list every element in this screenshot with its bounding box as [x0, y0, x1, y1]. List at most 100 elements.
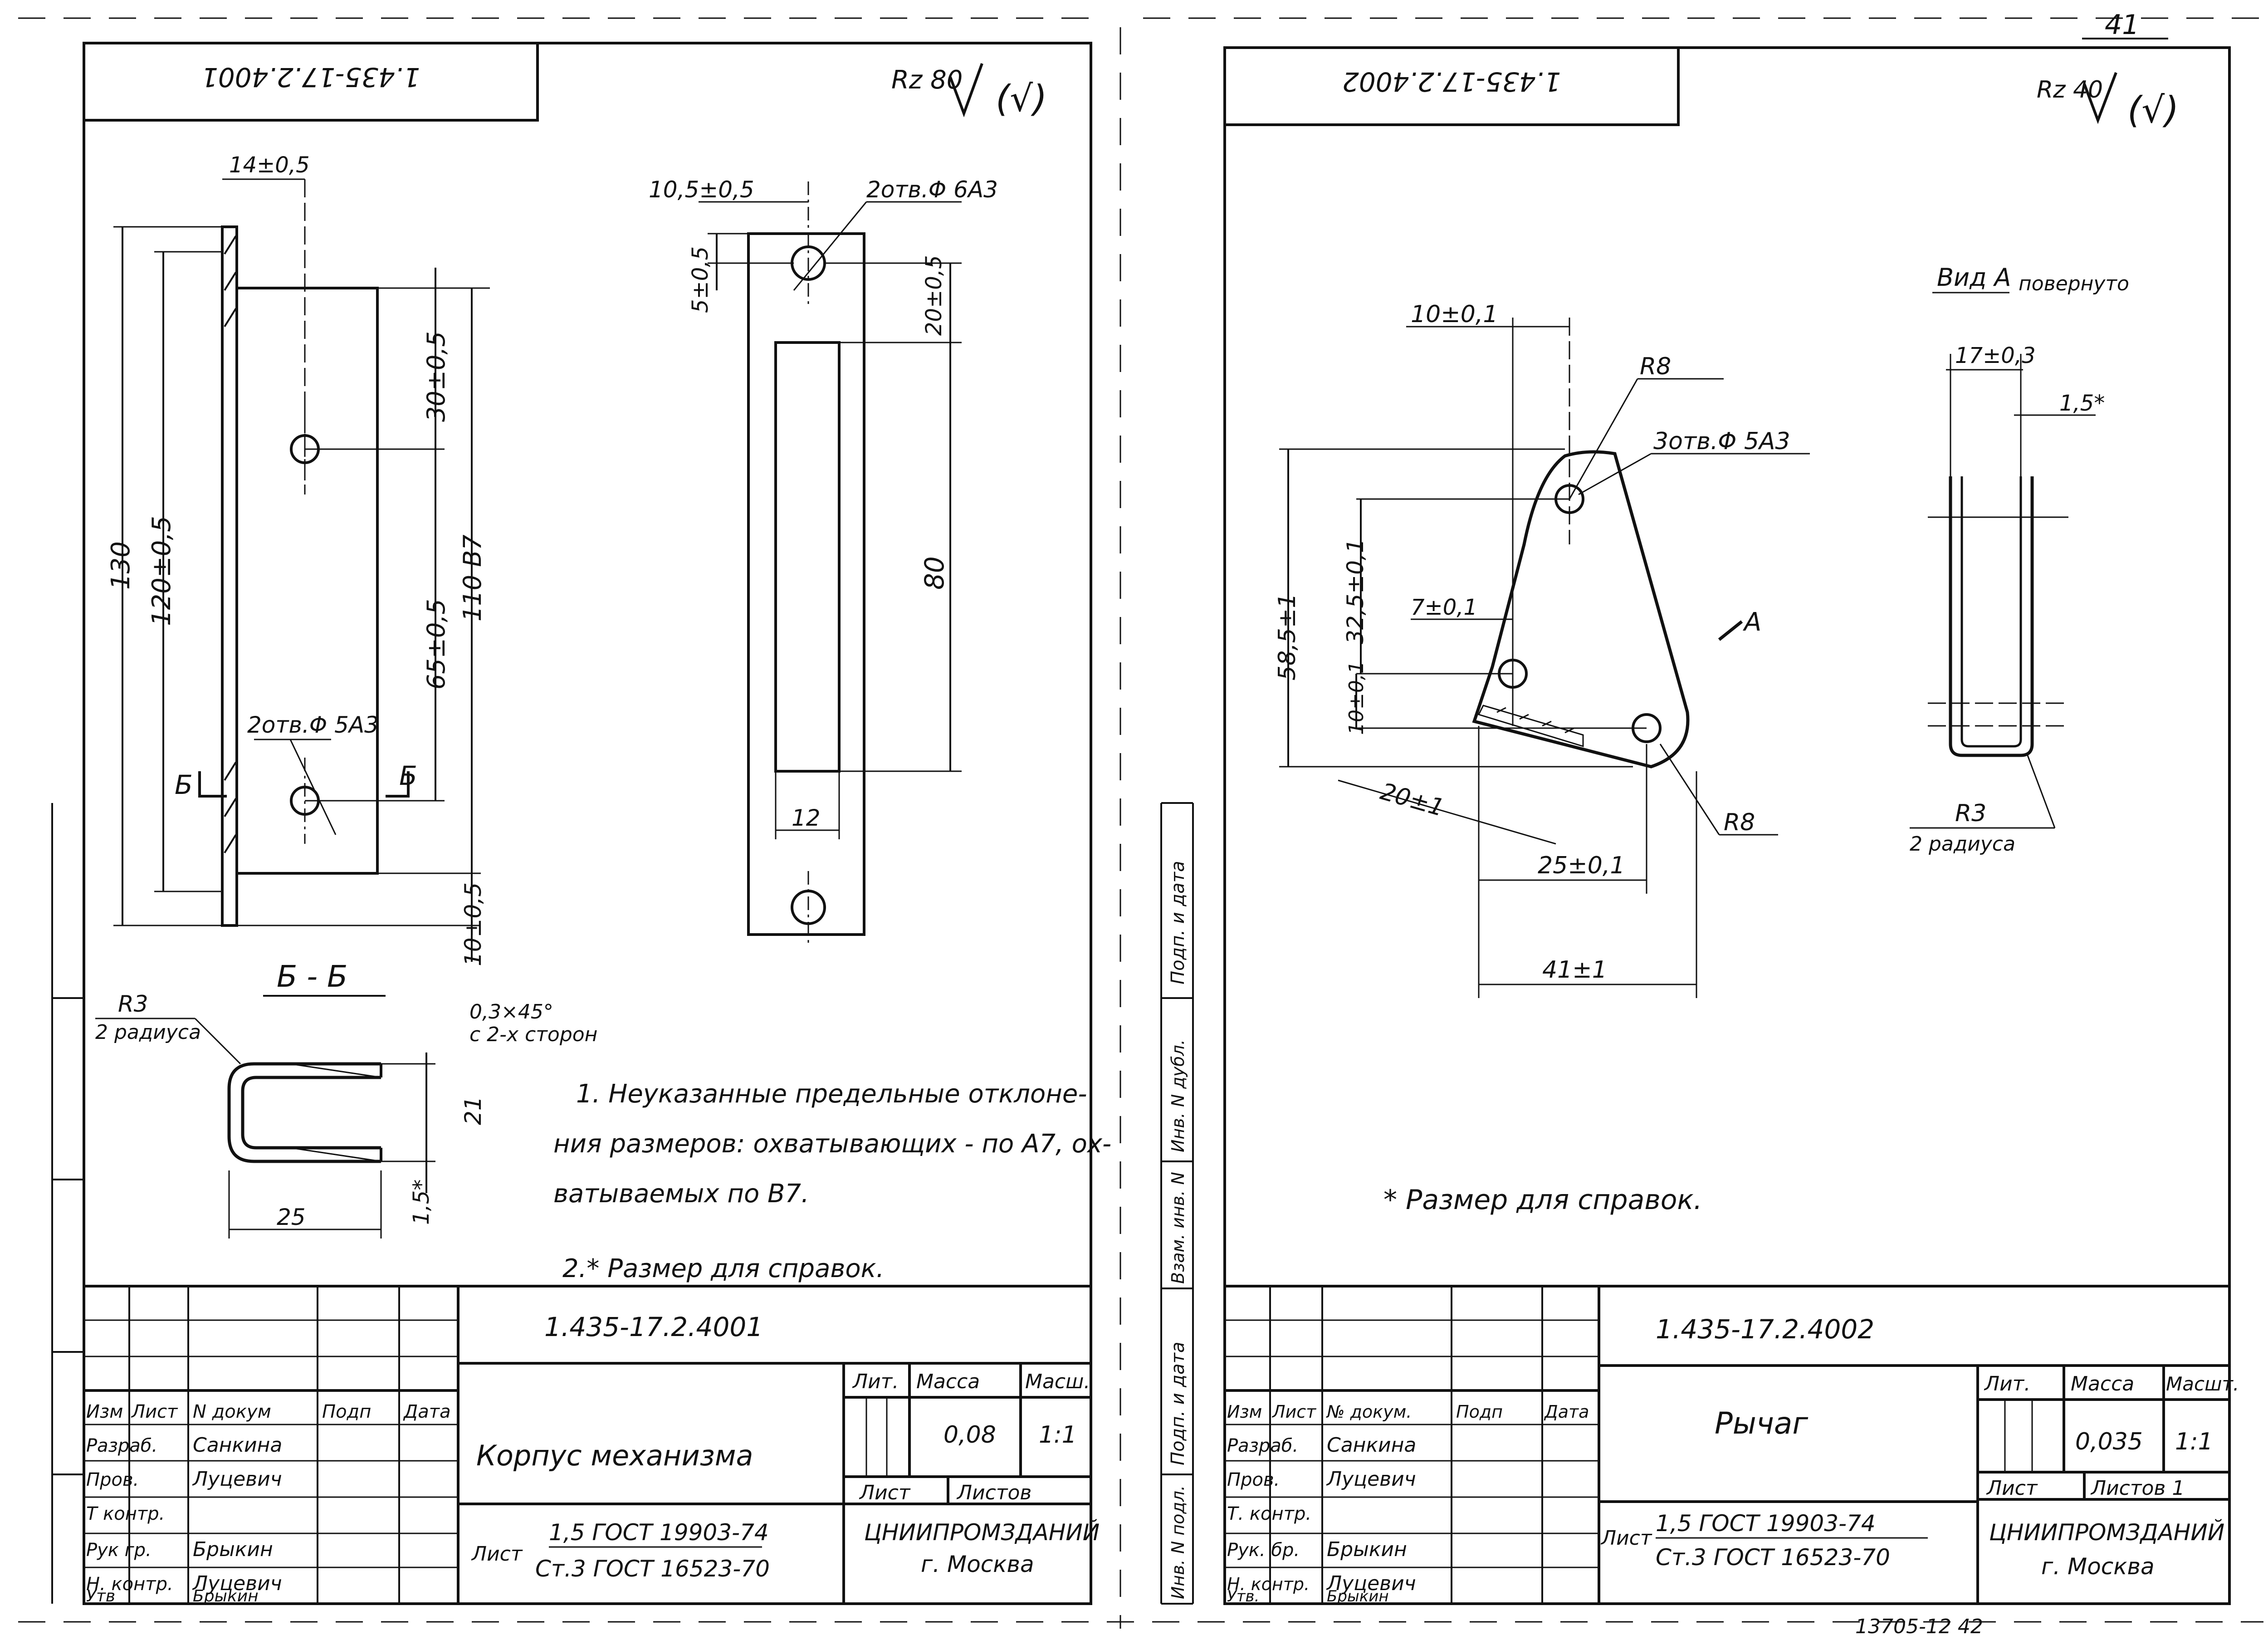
left-name-3: Брыкин [193, 1538, 273, 1561]
right-lit-label: Лит. [1984, 1372, 2030, 1395]
right-note: * Размер для справок. [1383, 1184, 1702, 1216]
sec-dim-1-5: 1,5* [409, 1180, 434, 1225]
lever-holes: 3отв.Φ 5А3 [1653, 428, 1790, 455]
right-org: ЦНИИПРОМЗДАНИЙ [1989, 1519, 2224, 1546]
left-scale: 1:1 [1039, 1421, 1077, 1449]
lever-dim-32: 32,5±0,1 [1342, 539, 1369, 644]
right-code-box [1223, 46, 1680, 126]
right-name-0: Санкина [1327, 1434, 1416, 1457]
right-col-list: Лист [1271, 1402, 1317, 1422]
sec-chamfer: 0,3×45° [469, 1000, 553, 1023]
left-name-5: Брыкин [193, 1587, 259, 1606]
right-col-doc: № докум. [1326, 1402, 1412, 1422]
dim-10: 10±0,5 [460, 882, 486, 966]
lever-dim-20: 20±1 [1377, 778, 1447, 822]
left-role-1: Пров. [86, 1469, 139, 1490]
dim-120: 120±0,5 [147, 516, 176, 626]
left-mass: 0,08 [943, 1421, 996, 1449]
section-mark-left: Б [175, 769, 193, 800]
binding-label-0: Подп. и дата [1168, 861, 1188, 984]
dim-110: 110 B7 [458, 534, 487, 622]
left-sheets-label: Листов [956, 1481, 1031, 1504]
right-city: г. Москва [2041, 1553, 2155, 1580]
lever-dim-10v: 10±0,1 [1345, 661, 1368, 735]
right-scale: 1:1 [2175, 1428, 2213, 1455]
right-col-date: Дата [1544, 1402, 1589, 1422]
view-a: Вид А повернуто 17±0,3 1,5* R3 2 радиуса [1910, 263, 2129, 856]
left-role-5: Утв [86, 1587, 115, 1606]
dim-130: 130 [106, 541, 136, 590]
lever-r8-top: R8 [1640, 353, 1671, 380]
view-a-r3: R3 [1955, 800, 1986, 827]
left-col-sign: Подп [322, 1401, 371, 1422]
left-section-view: Б - Б R3 2 радиуса 0,3×45° с 2-х сторон … [95, 959, 597, 1239]
dim-14: 14±0,5 [229, 152, 310, 178]
right-material-top: 1,5 ГОСТ 19903-74 [1656, 1510, 1876, 1537]
right-scale-label: Масшт. [2166, 1373, 2239, 1395]
binding-label-3: Подп. и дата [1168, 1342, 1188, 1465]
right-doc-code: 1.435-17.2.4002 [1656, 1314, 1874, 1345]
left-col-izm: Изм [86, 1401, 123, 1422]
lever-r8-bottom: R8 [1724, 809, 1755, 836]
section-label: Б - Б [277, 959, 347, 994]
right-name-5: Брыкин [1327, 1587, 1389, 1606]
lever-view: 10±0,1 R8 3отв.Φ 5А3 58,5±1 32,5±0,1 7±0… [1274, 301, 1810, 998]
left-name-4: Луцевич [192, 1572, 282, 1595]
left-code-box [83, 42, 539, 122]
right-sheet-label: Лист [1986, 1477, 2038, 1500]
lever-dim-58: 58,5±1 [1274, 593, 1301, 680]
right-role-4: Н. контр. [1227, 1574, 1310, 1594]
left-role-2: Т контр. [86, 1503, 165, 1524]
left-binding-strip [51, 803, 84, 1604]
view-a-dim-17: 17±0,3 [1955, 343, 2036, 368]
sec-r3-note: 2 радиуса [95, 1021, 201, 1044]
left-material-bottom: Ст.3 ГОСТ 16523-70 [535, 1556, 770, 1582]
right-part-name: Рычаг [1715, 1406, 1808, 1441]
binding-label-2: Взам. инв. N [1168, 1172, 1188, 1284]
binding-label-4: Инв. N подл. [1168, 1485, 1188, 1599]
right-name-4: Луцевич [1326, 1572, 1416, 1595]
sec-dim-21: 21 [460, 1096, 486, 1125]
right-role-0: Разраб. [1227, 1435, 1298, 1456]
sec-chamfer-note: с 2-х сторон [469, 1023, 597, 1046]
archive-mark: 13705-12 42 [1855, 1615, 1983, 1638]
left-roughness-check-icon [949, 63, 983, 117]
left-lit-label: Лит. [852, 1370, 899, 1393]
right-name-1: Луцевич [1326, 1468, 1416, 1491]
right-col-sign: Подп [1456, 1402, 1503, 1422]
left-name-0: Санкина [193, 1434, 282, 1457]
dim-20: 20±0,5 [921, 255, 947, 336]
right-roughness-paren: (√) [2127, 89, 2179, 131]
view-a-dim-1-5: 1,5* [2059, 391, 2105, 416]
right-sheets-label: Листов 1 [2090, 1477, 2185, 1500]
right-name-3: Брыкин [1327, 1538, 1407, 1561]
left-org: ЦНИИПРОМЗДАНИЙ [864, 1519, 1100, 1546]
left-mass-label: Масса [916, 1370, 980, 1393]
dim-10-5: 10,5±0,5 [649, 176, 754, 203]
right-role-5: Утв. [1227, 1587, 1259, 1606]
right-frame [1223, 46, 2231, 1605]
lever-dim-25: 25±0,1 [1538, 852, 1625, 879]
right-binding-strip: Подп. и дата Инв. N дубл. Взам. инв. N П… [1160, 802, 1194, 1605]
right-mass: 0,035 [2075, 1428, 2143, 1455]
left-front-view: 10,5±0,5 2отв.Φ 6А3 5±0,5 20±0,5 80 12 [649, 176, 998, 944]
right-title-block: 1.435-17.2.4002 Изм Лист № докум. Подп Д… [1225, 1285, 2239, 1606]
right-sheet: 1.435-17.2.4002 Rz 40 (√) 41 10±0,1 R8 [1160, 9, 2239, 1638]
left-col-date: Дата [403, 1401, 451, 1422]
front-slot [774, 341, 841, 773]
left-part-name: Корпус механизма [476, 1439, 753, 1472]
right-mass-label: Масса [2071, 1372, 2134, 1395]
right-col-izm: Изм [1227, 1402, 1262, 1422]
left-note-2: ния размеров: охватывающих - по A7, ох- [553, 1129, 1111, 1159]
left-title-block: 1.435-17.2.4001 Изм Лист N докум Подп Да… [84, 1285, 1100, 1606]
lever-dim-7: 7±0,1 [1411, 595, 1477, 620]
left-sheet-label: Лист [859, 1481, 911, 1504]
dim-30: 30±0,5 [422, 331, 450, 422]
left-code-rotated: 1.435-17.2.4001 [201, 62, 420, 93]
dim-12: 12 [792, 805, 821, 831]
left-note-3: ватываемых по B7. [553, 1179, 809, 1209]
sec-dim-25: 25 [277, 1204, 306, 1230]
section-mark-right: Б [399, 760, 417, 791]
left-role-0: Разраб. [86, 1435, 157, 1456]
